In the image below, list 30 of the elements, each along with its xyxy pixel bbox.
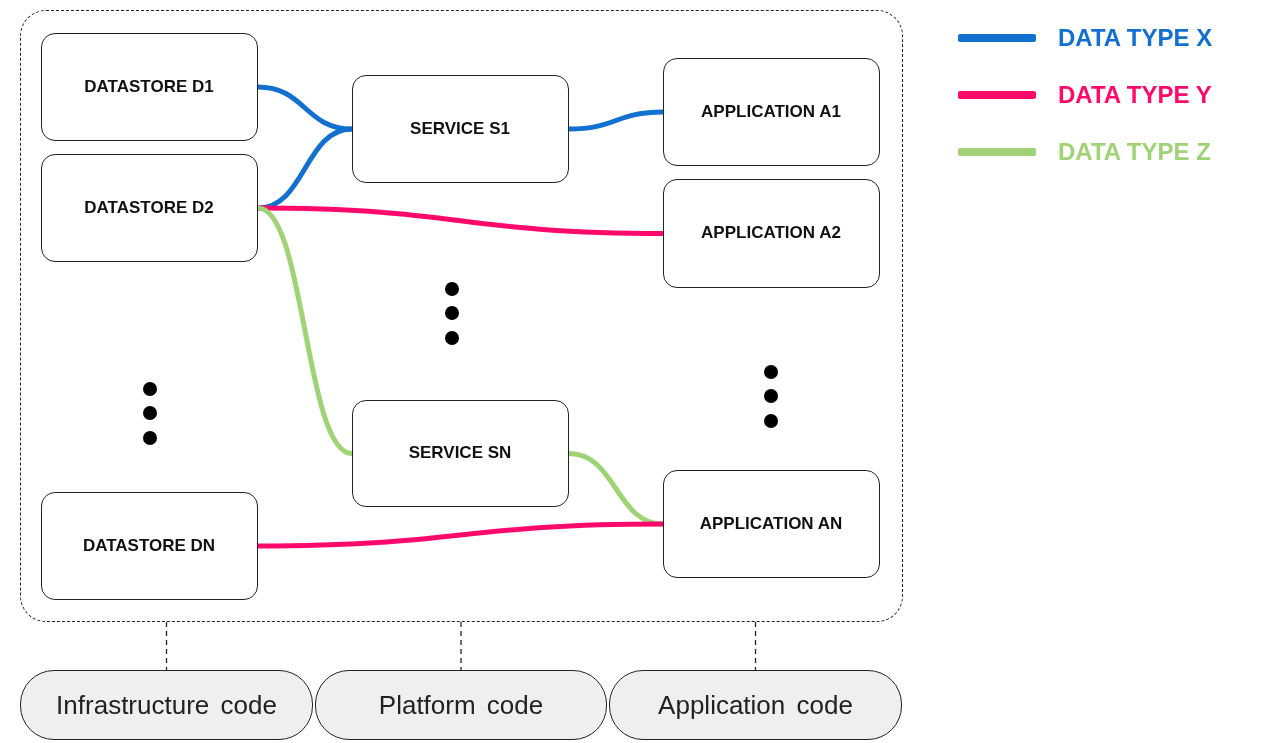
- component-box: [40, 153, 258, 262]
- layer-label: Infrastructure code: [56, 689, 277, 721]
- connector: [257, 521, 664, 549]
- component-box: [662, 469, 880, 578]
- component-box: [351, 74, 569, 183]
- component-box: [662, 57, 880, 166]
- connector: [754, 621, 757, 671]
- component-label: DATASTORE DN: [82, 535, 216, 556]
- legend-label: DATA TYPE Z: [1058, 138, 1211, 166]
- layer-label: Application code: [658, 689, 853, 721]
- legend-label: DATA TYPE Y: [1058, 81, 1212, 109]
- connector: [257, 205, 353, 456]
- connector: [165, 621, 168, 671]
- connector: [568, 109, 664, 132]
- component-box: [40, 32, 258, 141]
- component-label: DATASTORE D2: [84, 197, 214, 218]
- legend-label: DATA TYPE X: [1058, 24, 1213, 52]
- component-label: DATASTORE D1: [84, 76, 214, 97]
- component-label: APPLICATION A1: [701, 101, 841, 122]
- layer-label: Platform code: [378, 689, 544, 721]
- component-label: APPLICATION AN: [699, 513, 843, 534]
- connector: [257, 84, 353, 132]
- component-box: [662, 178, 880, 288]
- component-label: APPLICATION A2: [701, 223, 841, 243]
- component-box: [40, 491, 258, 600]
- dashed-container: [20, 10, 903, 622]
- component-box: [351, 399, 569, 507]
- component-label: SERVICE S1: [410, 118, 510, 139]
- component-label: SERVICE SN: [408, 443, 512, 463]
- connector: [460, 621, 462, 671]
